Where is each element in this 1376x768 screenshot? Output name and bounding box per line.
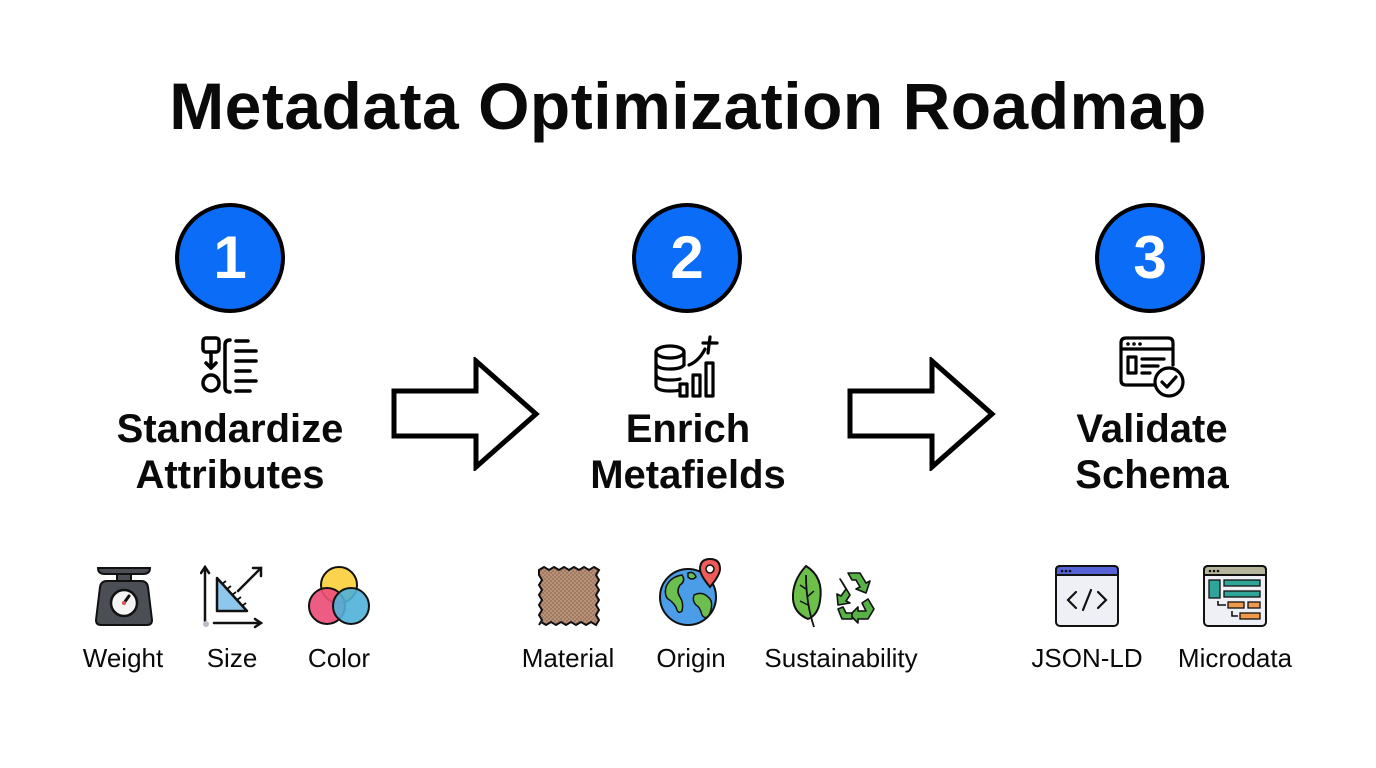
step-title: Enrich Metafields [528,406,848,498]
step-number-badge: 2 [632,203,742,313]
browser-check-icon [1119,336,1185,398]
step-title-line1: Standardize [116,407,344,451]
layout-window-icon [1203,565,1267,627]
arrow-right-icon [391,357,540,471]
item-label-material: Material [521,643,615,673]
step-title: Standardize Attributes [70,406,390,498]
leaf-recycle-icon [791,564,875,628]
step-title-line2: Attributes [135,453,325,497]
item-label-weight: Weight [82,643,164,673]
flowchart-list-icon [201,336,258,394]
step-title-line2: Metafields [590,453,786,497]
step-title: Validate Schema [992,406,1312,498]
database-growth-icon [654,335,719,398]
item-label-origin: Origin [656,643,726,673]
ruler-dimensions-icon [200,564,264,629]
item-label-json-ld: JSON-LD [1031,643,1143,673]
item-label-sustainability: Sustainability [764,643,918,673]
step-title-line1: Enrich [625,407,751,451]
globe-pin-icon [659,557,722,626]
scale-icon [95,567,153,626]
item-label-size: Size [206,643,258,673]
item-label-microdata: Microdata [1177,643,1293,673]
step-number-badge: 1 [175,203,285,313]
step-title-line2: Schema [1075,453,1229,497]
arrow-right-icon [847,357,996,471]
code-window-icon [1055,565,1119,627]
step-number-badge: 3 [1095,203,1205,313]
step-title-line1: Validate [1076,407,1228,451]
color-venn-icon [308,566,370,625]
page-title: Metadata Optimization Roadmap [169,69,1207,143]
fabric-swatch-icon [537,566,601,627]
item-label-color: Color [307,643,371,673]
